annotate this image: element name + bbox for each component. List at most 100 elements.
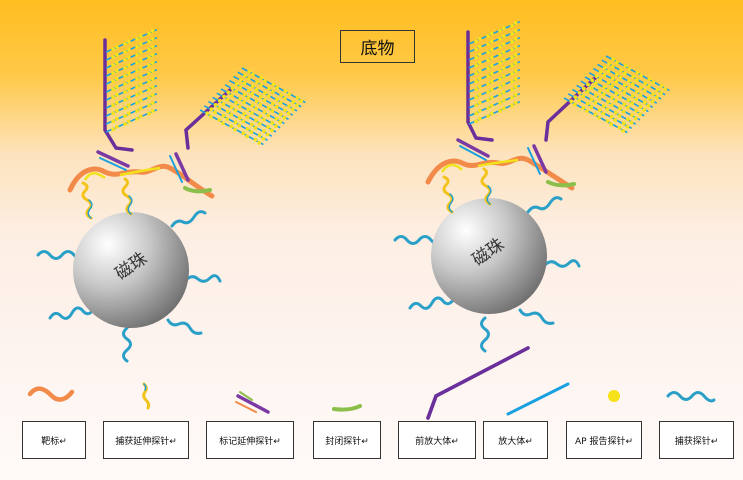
ap-reporter-dot (634, 89, 639, 94)
ap-reporter-dot (486, 74, 491, 79)
ap-reporter-dot (486, 50, 491, 55)
ap-reporter-dot (619, 68, 624, 72)
ap-reporter-dot (233, 127, 237, 132)
ap-reporter-dot (477, 52, 482, 57)
ap-reporter-dot (135, 76, 140, 81)
ap-reporter-dot (243, 73, 247, 78)
blocking-probe-legend-icon (332, 404, 362, 412)
assembly-left (36, 28, 306, 363)
capture-probe-legend-icon (666, 391, 716, 403)
legend-label: 前放大体↵ (415, 436, 459, 447)
ap-reporter-dot (513, 77, 518, 81)
ap-reporter-dot (250, 91, 255, 96)
ap-reporter-dot (477, 100, 482, 105)
ap-reporter-dot (659, 83, 664, 88)
ap-reporter-dot (513, 69, 518, 73)
ap-reporter-dot (474, 103, 479, 108)
ap-reporter-dot (572, 102, 577, 107)
ap-reporter-dot (254, 106, 258, 111)
ap-reporter-dot (111, 127, 116, 132)
ap-reporter-dot (253, 137, 258, 142)
ap-reporter-dot (581, 94, 586, 99)
ap-reporter-dot (601, 104, 606, 108)
label-extender-legend-icon (236, 394, 270, 414)
ap-reporter-dot (217, 117, 222, 122)
ap-reporter-dot (605, 107, 610, 112)
ap-reporter-dot (569, 99, 574, 104)
ap-reporter-dot (135, 36, 140, 41)
ap-reporter-dot (138, 50, 143, 55)
ap-reporter-dot (147, 111, 151, 116)
legend-label: AP 报告探针↵ (575, 436, 633, 447)
ap-reporter-dot (226, 90, 231, 95)
ap-reporter-dot (501, 50, 506, 55)
ap-reporter-dot (295, 95, 300, 100)
ap-reporter-dot (221, 113, 226, 118)
ap-reporter-dot (270, 90, 275, 94)
ap-reporter-dot (501, 74, 506, 79)
ap-reporter-dot (593, 81, 598, 86)
amplifier-ladder-top (468, 20, 521, 125)
ap-reporter-dot (241, 131, 246, 135)
ap-reporter-dot (246, 76, 251, 81)
legend-label: 封闭探针↵ (325, 436, 369, 447)
ap-reporter-dot (229, 93, 234, 98)
ap-reporter-dot (257, 133, 262, 138)
ap-reporter-dot (581, 86, 586, 91)
ap-reporter-dot (242, 81, 247, 85)
ap-reporter-dot (126, 39, 131, 44)
ap-reporter-dot (147, 47, 151, 52)
ap-reporter-dot (510, 23, 514, 28)
blocking-probe (546, 180, 576, 188)
ap-reporter-dot (126, 87, 131, 92)
ap-reporter-dot (626, 117, 630, 122)
ap-reporter-dot (607, 61, 611, 66)
ap-reporter-dot (262, 110, 267, 114)
ap-reporter-dot (150, 109, 155, 113)
ap-reporter-dot (501, 58, 506, 63)
ap-reporter-dot (618, 75, 623, 80)
ap-reporter-dot (147, 95, 151, 100)
ap-reporter-dot (111, 95, 116, 100)
ap-reporter-dot (278, 112, 283, 117)
ap-reporter-dot (147, 31, 151, 36)
ap-reporter-dot (585, 109, 589, 114)
ap-reporter-dot (274, 116, 279, 121)
ap-reporter-dot (498, 108, 503, 113)
ap-reporter-dot (262, 129, 266, 134)
ap-reporter-dot (138, 74, 143, 79)
ap-reporter-dot (489, 103, 494, 108)
ap-reporter-dot (513, 85, 518, 89)
ap-reporter-dot (150, 53, 155, 57)
ap-reporter-dot (225, 109, 230, 114)
ap-reporter-dot (242, 111, 246, 116)
ap-reporter-dot (263, 79, 267, 84)
ap-reporter-dot (489, 111, 494, 116)
ap-reporter-dot (208, 114, 213, 119)
ap-reporter-dot (474, 79, 479, 84)
ap-reporter-dot (625, 105, 630, 110)
legend-label: 捕获探针↵ (674, 436, 719, 447)
ap-reporter-dot (150, 69, 155, 73)
legend-ap-reporter: AP 报告探针↵ (566, 421, 642, 459)
label-extenders (96, 150, 190, 183)
ap-reporter-dot (114, 108, 119, 113)
ap-reporter-dot (123, 122, 128, 127)
ap-reporter-dot (258, 83, 263, 88)
ap-reporter-dot (258, 95, 263, 99)
ap-reporter-dot (621, 109, 626, 114)
magnetic-bead (431, 198, 547, 314)
ap-reporter-dot (111, 55, 116, 60)
ap-reporter-dot (246, 96, 251, 100)
ap-reporter-dot (486, 90, 491, 95)
ap-reporter-dot (111, 111, 116, 116)
ap-reporter-dot (150, 85, 155, 89)
preamplifiers (103, 38, 232, 152)
ap-reporter-dot (242, 100, 246, 105)
ap-reporter-dot (290, 107, 295, 112)
ap-reporter-dot (114, 84, 119, 89)
ap-reporter-dot (286, 111, 291, 116)
ap-reporter-dot (627, 78, 631, 83)
ap-reporter-dot (126, 111, 131, 116)
ap-reporter-dot (651, 92, 656, 96)
